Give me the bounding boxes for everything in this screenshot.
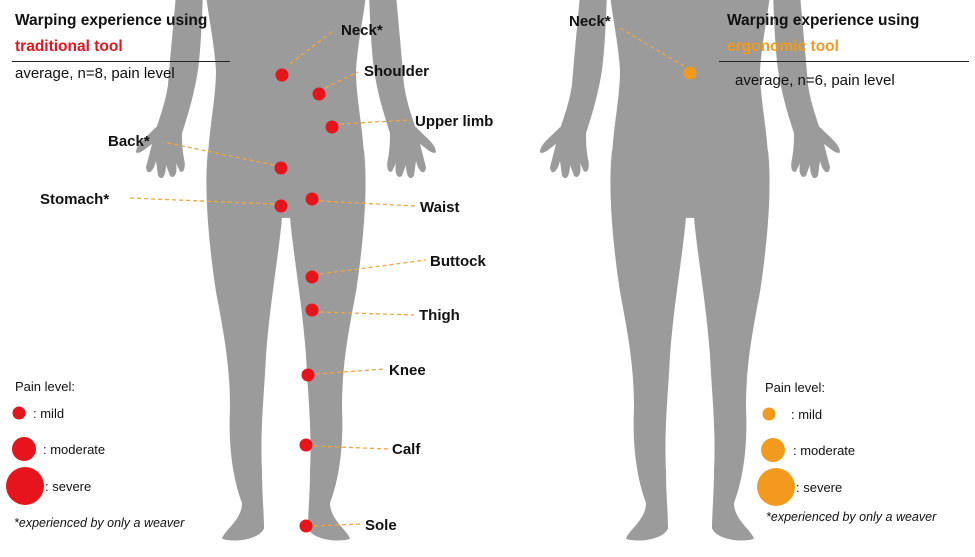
pain-dot-upper-limb-left [326,121,339,134]
legend-left-title: Pain level: [15,379,75,394]
label-upper-limb: Upper limb [415,113,493,130]
legend-right-moderate: : moderate [793,443,855,458]
pain-dot-neck-right [684,67,697,80]
label-sole: Sole [365,517,397,534]
pain-dot-stomach-left [275,200,288,213]
legend-right-severe: : severe [796,480,842,495]
footnote-right: *experienced by only a weaver [766,510,936,524]
pain-dot-thigh-left [306,304,319,317]
legend-right-mild-dot [763,408,776,421]
footnote-left: *experienced by only a weaver [14,516,184,530]
pain-dots-right [684,67,697,80]
legend-right-mild: : mild [791,407,822,422]
legend-left-moderate: : moderate [43,442,105,457]
legend-right-moderate-dot [761,438,785,462]
legend-left-severe-dot [6,467,44,505]
left-subtitle: average, n=8, pain level [15,65,175,82]
pain-dot-back-left [275,162,288,175]
pain-dot-knee-left [302,369,315,382]
label-neck-right: Neck* [569,13,611,30]
left-title-tool: traditional tool [15,38,123,56]
right-subtitle: average, n=6, pain level [735,72,895,89]
label-waist: Waist [420,199,459,216]
label-thigh: Thigh [419,307,460,324]
legend-right-title: Pain level: [765,380,825,395]
legend-left-mild-dot [13,407,26,420]
left-title-rule [12,61,230,62]
label-shoulder: Shoulder [364,63,429,80]
right-title-tool: ergonomic tool [727,38,839,56]
pain-dot-buttock-left [306,271,319,284]
left-title-line1: Warping experience using [15,12,207,30]
label-neck-left: Neck* [341,22,383,39]
legend-left-mild: : mild [33,406,64,421]
right-title-rule [719,61,969,62]
body-silhouette-traditional [136,0,436,541]
pain-dot-neck-left [276,69,289,82]
label-stomach: Stomach* [40,191,109,208]
label-back: Back* [108,133,150,150]
label-buttock: Buttock [430,253,486,270]
label-knee: Knee [389,362,426,379]
pain-dot-shoulder-left [313,88,326,101]
pain-dot-calf-left [300,439,313,452]
label-calf: Calf [392,441,420,458]
right-title-line1: Warping experience using [727,12,919,30]
legend-left-severe: : severe [45,479,91,494]
legend-left-moderate-dot [12,437,36,461]
pain-dot-waist-left [306,193,319,206]
pain-dot-sole-left [300,520,313,533]
legend-right-severe-dot [757,468,795,506]
